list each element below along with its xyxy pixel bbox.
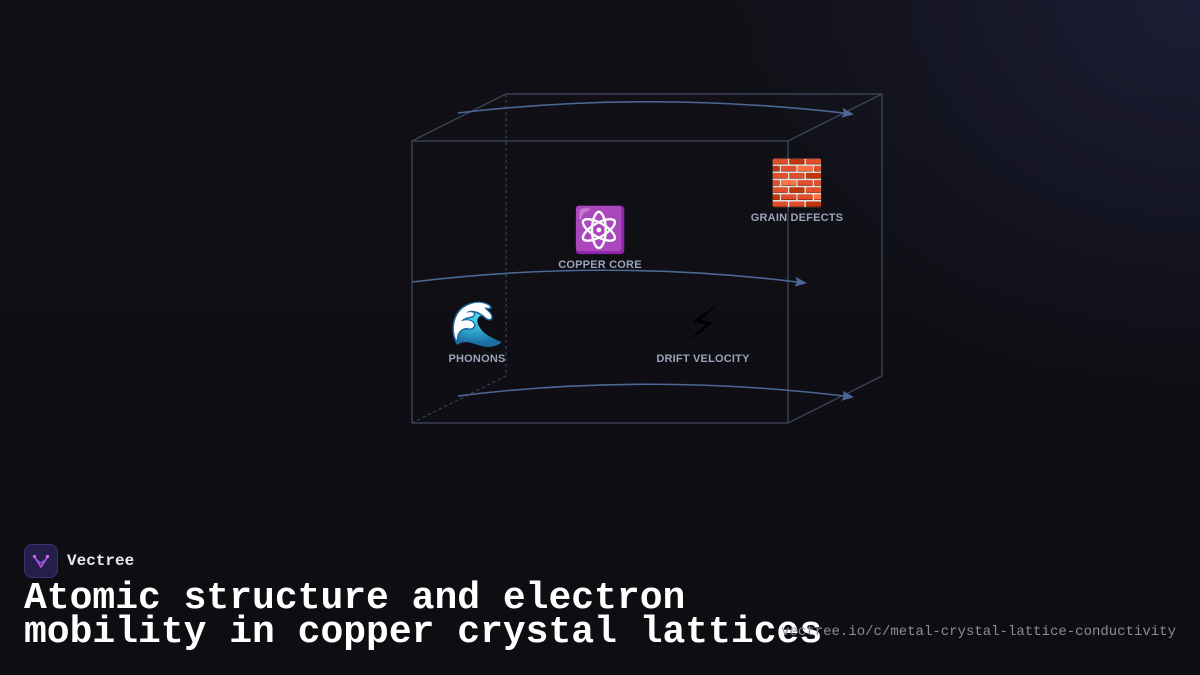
page-title-line-1: Atomic structure and electron (24, 577, 686, 620)
brand: Vectree (24, 544, 134, 578)
back-bottom-diagonal-edge (411, 375, 507, 424)
node-grain-defects: 🧱 GRAIN DEFECTS (751, 159, 843, 224)
flow-arrow-top (457, 100, 854, 118)
electron-flow-arrows (411, 100, 854, 401)
node-phonons: 🌊 PHONONS (448, 300, 505, 365)
wave-icon: 🌊 (449, 300, 505, 349)
flow-arrow-bottom (457, 383, 854, 401)
node-drift-velocity: ⚡ DRIFT VELOCITY (656, 300, 749, 365)
source-url: vectree.io/c/metal-crystal-lattice-condu… (781, 624, 1176, 640)
brick-wall-icon: 🧱 (769, 159, 825, 208)
vectree-logo-icon (24, 544, 58, 578)
node-label: COPPER CORE (558, 259, 642, 271)
page-title: Atomic structure and electron mobility i… (24, 577, 823, 654)
lattice-box-hidden-edges (411, 94, 507, 424)
lattice-box (411, 93, 883, 424)
flow-arrow-middle (411, 269, 807, 287)
node-copper-core: ⚛️ COPPER CORE (558, 206, 642, 271)
lightning-bolt-icon: ⚡ (687, 300, 719, 349)
brand-name: Vectree (67, 552, 135, 570)
page-title-line-2: mobility in copper crystal lattices (24, 611, 823, 654)
node-label: GRAIN DEFECTS (750, 212, 844, 224)
bottom-right-diagonal-edge (787, 375, 883, 424)
node-label: PHONONS (448, 353, 506, 365)
node-label: DRIFT VELOCITY (656, 353, 750, 365)
lattice-box-front-face (411, 140, 789, 424)
atom-icon: ⚛️ (572, 206, 628, 255)
top-left-diagonal-edge (411, 93, 507, 142)
top-right-diagonal-edge (787, 93, 883, 142)
